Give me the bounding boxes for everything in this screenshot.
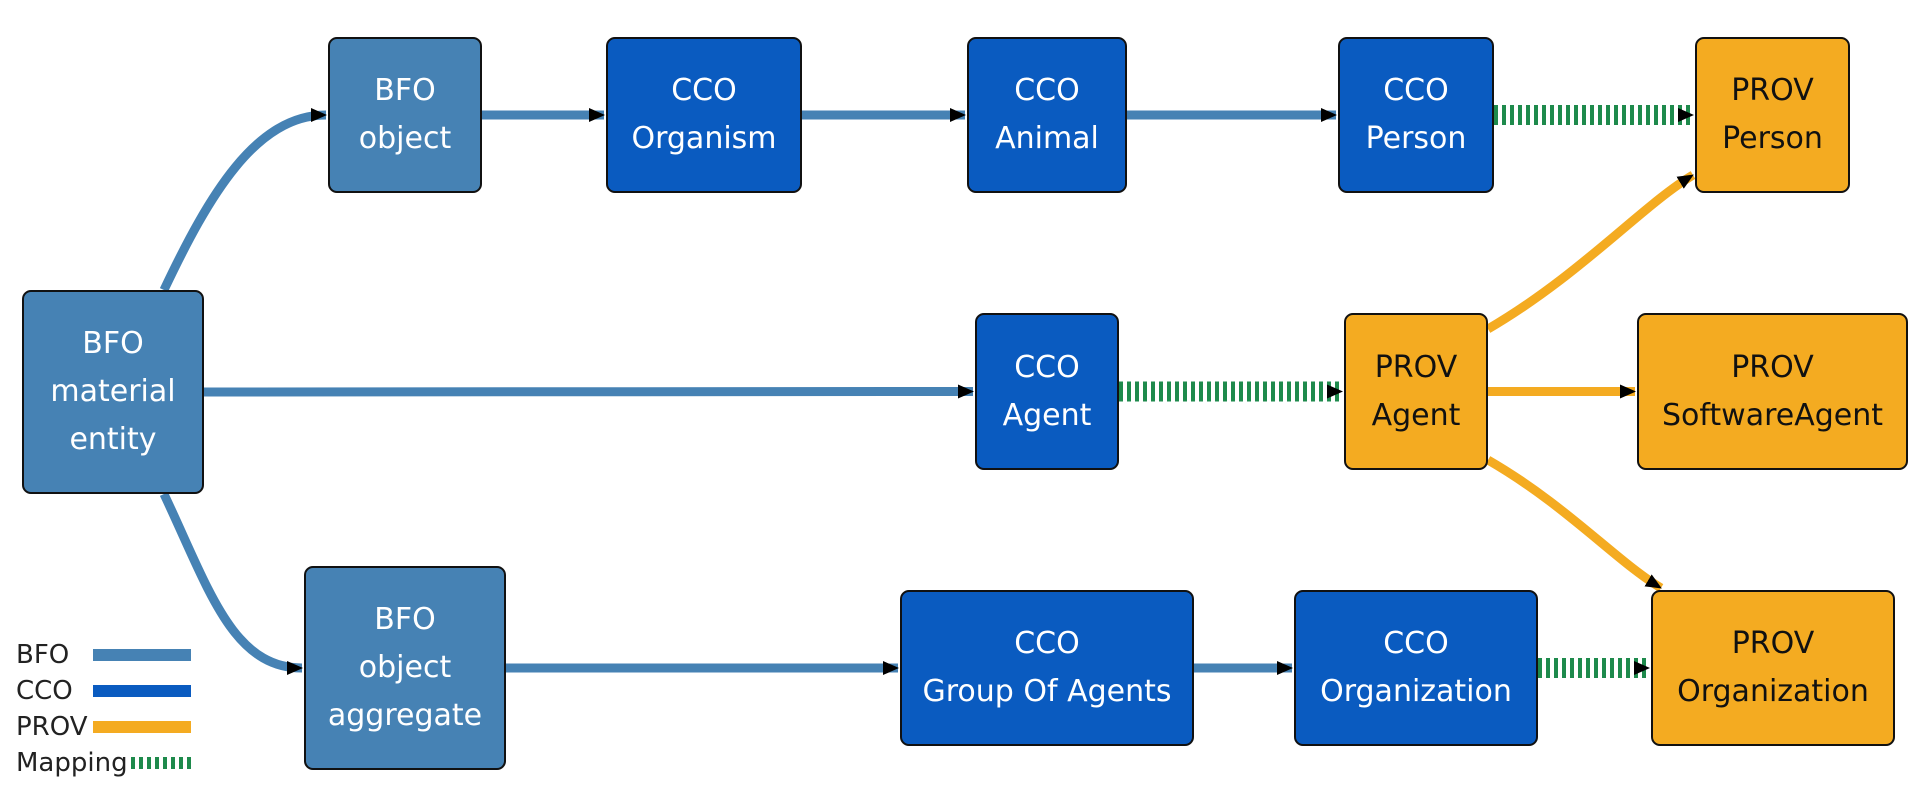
node-label-line: object [358, 121, 452, 156]
node-label-line: CCO [671, 73, 737, 108]
node-label-line: BFO [374, 602, 436, 637]
node-label-line: Person [1722, 121, 1823, 156]
node-label-line: BFO [82, 326, 144, 361]
node-label-line: PROV [1731, 73, 1814, 108]
node-label-line: Agent [1371, 397, 1461, 433]
node-label-line: Organization [1677, 674, 1869, 709]
node-label-line: CCO [1383, 73, 1449, 108]
node-label-line: PROV [1731, 626, 1815, 661]
node-label-line: PROV [1374, 349, 1458, 385]
edge-bfo-material-entity-to-bfo-object [159, 108, 327, 292]
node-cco-organization[interactable]: CCO Organization [1294, 590, 1538, 746]
legend-swatch-cco [93, 685, 191, 697]
node-label-line: entity [69, 422, 157, 457]
node-label-line: Organism [631, 121, 777, 156]
node-label-line: CCO [1014, 73, 1080, 108]
edge-bfo-material-entity-to-cco-agent [203, 384, 974, 399]
node-label-line: CCO [1383, 626, 1449, 661]
legend-swatch-bfo [93, 649, 191, 661]
node-label-line: Group Of Agents [922, 674, 1172, 709]
node-prov-software-agent[interactable]: PROV SoftwareAgent [1637, 313, 1908, 470]
node-label-line: PROV [1731, 349, 1814, 385]
legend-swatch-prov [93, 721, 191, 733]
node-label-line: Agent [1002, 397, 1092, 433]
node-label-line: Organization [1320, 674, 1512, 709]
legend-swatch-mapping [131, 757, 191, 769]
node-cco-person[interactable]: CCO Person [1338, 37, 1494, 193]
legend-label-cco: CCO [16, 676, 73, 706]
node-label-line: Animal [995, 121, 1099, 156]
legend-label-prov: PROV [16, 712, 88, 742]
node-bfo-object-aggregate[interactable]: BFO object aggregate [304, 566, 506, 770]
node-prov-person[interactable]: PROV Person [1695, 37, 1850, 193]
node-prov-organization[interactable]: PROV Organization [1651, 590, 1895, 746]
node-label-line: CCO [1014, 349, 1080, 385]
node-label-line: material [50, 374, 176, 409]
node-cco-agent[interactable]: CCO Agent [975, 313, 1119, 470]
node-label-line: SoftwareAgent [1661, 397, 1884, 433]
edge-prov-agent-to-prov-person [1485, 171, 1696, 333]
node-label-line: Person [1365, 121, 1467, 156]
node-bfo-material-entity[interactable]: BFO material entity [22, 290, 204, 494]
node-cco-group-of-agents[interactable]: CCO Group Of Agents [900, 590, 1194, 746]
legend-label-bfo: BFO [16, 640, 70, 670]
node-label-line: aggregate [327, 698, 483, 733]
node-label-line: CCO [1014, 626, 1080, 661]
node-prov-agent[interactable]: PROV Agent [1344, 313, 1488, 470]
node-label-line: object [358, 650, 452, 685]
node-bfo-object[interactable]: BFO object [328, 37, 482, 193]
node-label-line: BFO [374, 73, 436, 108]
edge-bfo-material-entity-to-bfo-object-aggregate [159, 492, 303, 675]
edge-prov-agent-to-prov-organization [1485, 456, 1664, 592]
legend-label-mapping: Mapping [16, 748, 128, 778]
node-cco-animal[interactable]: CCO Animal [967, 37, 1127, 193]
node-cco-organism[interactable]: CCO Organism [606, 37, 802, 193]
